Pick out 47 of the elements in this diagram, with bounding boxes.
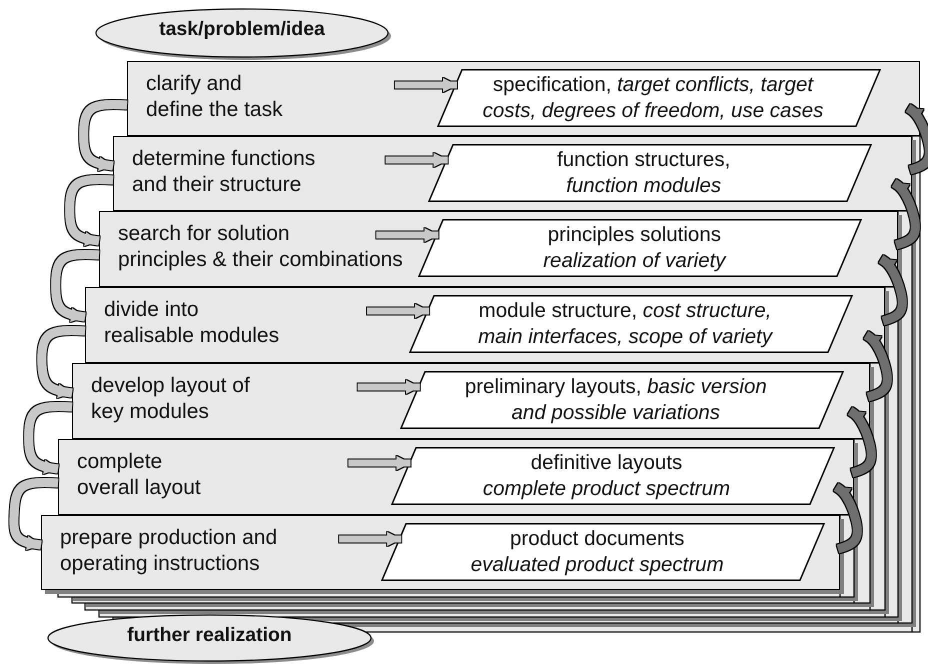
result-parallelogram (400, 371, 843, 429)
step-panel (58, 439, 854, 515)
curved-arrow (905, 104, 928, 174)
result-parallelogram (410, 295, 852, 353)
curved-arrow (24, 402, 72, 474)
curved-arrow (863, 331, 892, 402)
result-text: module structure, cost structure, main interfaces, scope of variety (477, 298, 774, 350)
step-label: complete overall layout (77, 449, 201, 501)
step-label: develop layout of key modules (91, 373, 250, 425)
step-label: search for solution principles & their combinations (118, 221, 403, 273)
step-label: clarify and define the task (146, 71, 283, 123)
step-label: determine functions and their structure (132, 146, 316, 198)
curved-arrow (51, 250, 100, 322)
result-parallelogram (392, 447, 834, 505)
terminal-label: further realization (126, 624, 293, 647)
curved-arrow (847, 407, 876, 478)
block-arrow (348, 456, 410, 470)
block-arrow (339, 532, 402, 546)
curved-arrow (9, 478, 58, 550)
terminal-label: task/problem/idea (158, 18, 326, 41)
step-panel (72, 363, 870, 439)
step-panel (99, 211, 898, 287)
block-arrow (367, 304, 430, 318)
curved-arrow (833, 483, 862, 554)
step-panel (127, 61, 920, 136)
result-text: principles solutions realization of variety (542, 222, 728, 274)
result-parallelogram (419, 219, 862, 277)
result-text: function structures, function modules (556, 147, 732, 199)
curved-arrow (65, 174, 114, 246)
result-parallelogram (382, 523, 824, 581)
block-arrow (376, 228, 438, 242)
step-label: divide into realisable modules (104, 297, 280, 349)
block-arrow (386, 153, 448, 167)
step-label: prepare production and operating instructions (60, 525, 278, 577)
result-parallelogram (428, 144, 871, 202)
curved-arrow (878, 255, 907, 326)
result-text: preliminary layouts, basic version and possible variations (464, 374, 768, 426)
block-arrow (358, 380, 420, 394)
curved-arrow (891, 179, 920, 250)
curved-arrow (37, 326, 86, 398)
result-text: definitive layouts complete product spectrum (482, 450, 732, 502)
step-panel (113, 136, 912, 211)
block-arrow (394, 78, 457, 92)
result-text: specification, target conflicts, target costs, degrees of freedom, use cases (482, 72, 824, 124)
result-text: product documents evaluated product spectrum (470, 526, 725, 578)
step-panel (85, 287, 885, 363)
result-parallelogram (438, 69, 880, 127)
